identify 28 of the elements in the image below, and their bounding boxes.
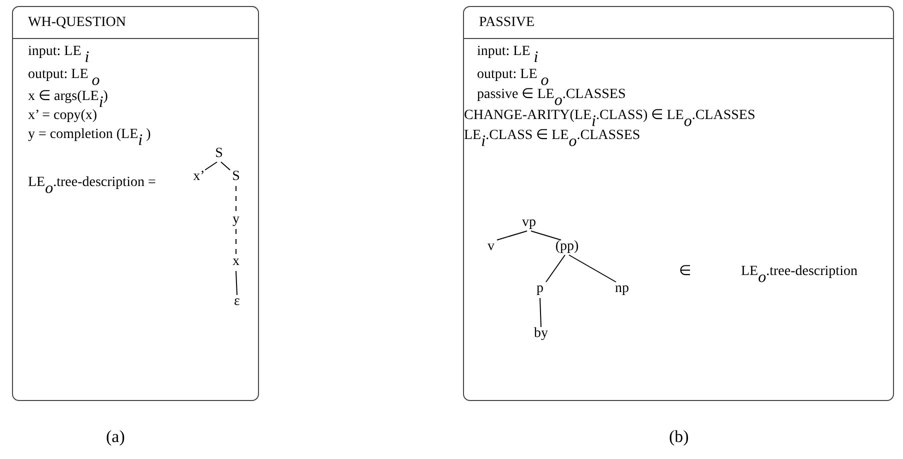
tree-node-label: vp [522, 215, 536, 231]
tree-branch [546, 254, 566, 282]
tree-node-label: ε [234, 294, 240, 310]
panel-caption: (a) [106, 427, 125, 447]
tree-node-label: np [615, 281, 629, 297]
tree-node-label: y [232, 212, 240, 228]
tree-node-label: by [534, 326, 548, 342]
tree-node-label: x [232, 254, 240, 270]
tree-node-label: S [232, 169, 240, 185]
tree-branch [568, 254, 616, 282]
rule-line: ∈ [679, 264, 691, 280]
panel-title: WH-QUESTION [28, 15, 126, 31]
tree-node-label: v [488, 239, 494, 255]
panel-title: PASSIVE [479, 15, 535, 31]
tree-branch [204, 162, 218, 170]
tree-node-label: S [215, 146, 223, 162]
tree-branch [220, 162, 230, 170]
tree-branch [530, 230, 562, 240]
tree-branch [496, 230, 528, 240]
tree-branch [236, 270, 238, 296]
rule-panel [463, 6, 894, 401]
tree-node-label: x’ [193, 169, 205, 185]
tree-node-label: p [536, 281, 544, 297]
tree-branch [540, 298, 542, 328]
rule-panel [12, 6, 259, 401]
tree-node-label: (pp) [555, 239, 579, 255]
panel-caption: (b) [669, 427, 689, 447]
rule-line: x’ = copy(x) [28, 108, 98, 124]
